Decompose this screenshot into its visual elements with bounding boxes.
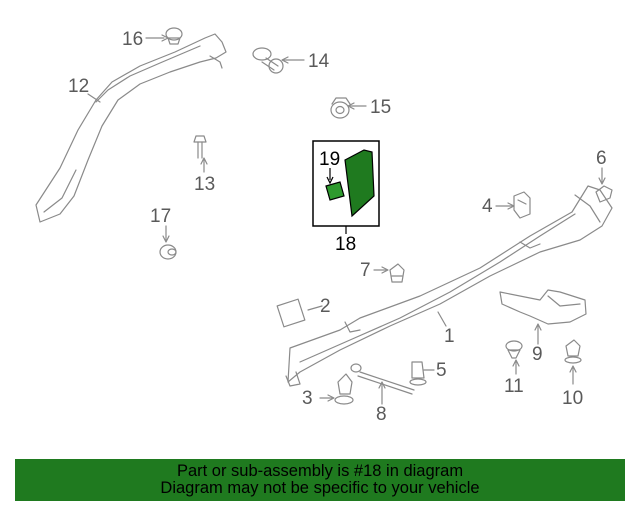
callout-18: 18 [335,234,356,255]
callout-8: 8 [376,404,387,425]
banner-line-1: Part or sub-assembly is #18 in diagram [176,462,464,480]
rocker-panel-part [285,185,613,387]
stud-part-5 [409,361,427,386]
banner-line-2: Diagram may not be specific to your vehi… [160,479,480,497]
clip-part-16 [165,27,183,45]
callout-2: 2 [320,296,331,317]
callout-3: 3 [302,388,313,409]
label-part-2 [276,298,306,328]
callout-10: 10 [562,388,583,409]
bracket-part [499,289,587,325]
clip-part-10 [564,339,582,364]
callout-6: 6 [596,148,607,169]
clip-part-3 [334,373,354,405]
callout-17: 17 [150,206,171,227]
disclaimer-banner: Part or sub-assembly is #18 in diagram D… [15,459,625,501]
leader-lines [87,34,606,405]
callout-4: 4 [482,196,493,217]
highlight-box-part-18 [312,140,380,234]
clip-part-7 [389,263,405,283]
clip-part-4 [513,191,531,219]
callout-19: 19 [319,149,340,170]
pillar-trim-part [35,33,227,223]
callout-15: 15 [370,97,391,118]
callout-5: 5 [436,360,447,381]
clip-part-11 [505,340,523,359]
bolt-part-14 [252,47,284,74]
pin-part-13 [193,135,207,159]
callout-9: 9 [532,344,543,365]
rivet-part-8 [350,363,415,395]
nut-part-15 [330,97,351,119]
callout-16: 16 [122,29,143,50]
clip-part-6 [595,185,613,203]
callout-7: 7 [360,260,371,281]
callout-14: 14 [308,51,330,72]
callout-13: 13 [194,174,215,195]
callout-11: 11 [504,376,524,397]
callout-1: 1 [444,326,455,347]
grommet-part-17 [159,244,177,260]
callout-12: 12 [68,76,89,97]
